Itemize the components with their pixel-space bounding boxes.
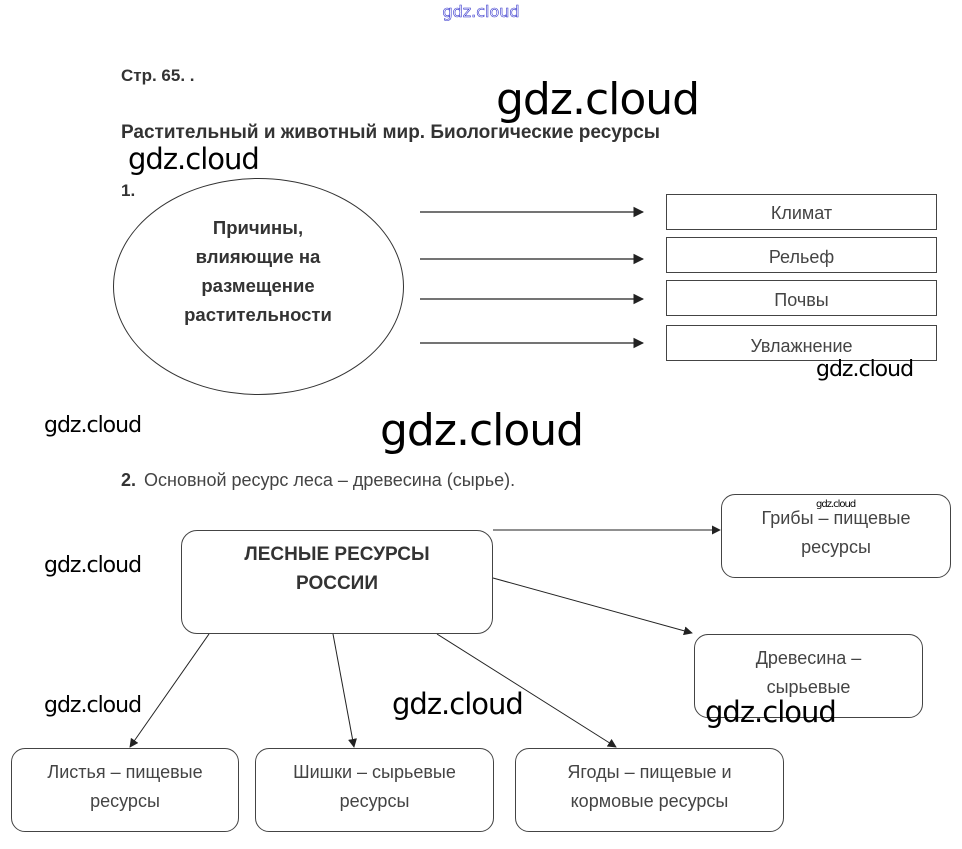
factor-label: Почвы: [774, 290, 829, 310]
task2-text: Основной ресурс леса – древесина (сырье)…: [144, 470, 516, 490]
resource-line: Древесина –: [755, 648, 862, 668]
arrow-to-leaves: [129, 633, 210, 748]
page-number: Стр. 65. .: [121, 66, 195, 85]
resource-line: ресурсы: [801, 537, 871, 557]
resource-line: Шишки – сырьевые: [293, 762, 456, 782]
resource-line: Листья – пищевые: [47, 762, 203, 782]
task2-number: 2.: [121, 470, 137, 490]
watermark: gdz.cloud: [380, 405, 584, 456]
factor-box-relief: Рельеф: [666, 237, 937, 273]
watermark: gdz.cloud: [44, 413, 142, 438]
resource-line: Грибы – пищевые: [761, 508, 911, 528]
watermark-top: gdz.cloud: [442, 2, 520, 22]
resource-line: кормовые ресурсы: [570, 791, 729, 811]
resource-line: ресурсы: [339, 791, 410, 811]
task2-statement: 2. Основной ресурс леса – древесина (сырь…: [121, 470, 515, 491]
resource-box-cones: Шишки – сырьевые ресурсы: [255, 748, 494, 832]
resource-box-mushrooms: Грибы – пищевые ресурсы: [721, 494, 951, 578]
section-title: Растительный и животный мир. Биологическ…: [121, 122, 661, 143]
factor-label: Рельеф: [768, 247, 835, 267]
ellipse-line: растительности: [184, 304, 332, 325]
resource-box-berries: Ягоды – пищевые и кормовые ресурсы: [515, 748, 784, 832]
factor-box-moisture: Увлажнение: [666, 325, 937, 361]
main-resource-box: ЛЕСНЫЕ РЕСУРСЫ РОССИИ: [181, 530, 493, 634]
watermark: gdz.cloud: [496, 74, 700, 125]
watermark: gdz.cloud: [44, 693, 142, 718]
arrow-to-cones: [332, 633, 357, 748]
task1-number: 1.: [121, 181, 136, 200]
main-box-line: РОССИИ: [296, 573, 378, 594]
resource-line: Ягоды – пищевые и: [567, 762, 732, 782]
arrow-to-wood: [492, 577, 693, 636]
ellipse-line: размещение: [201, 275, 315, 296]
arrow-to-berries: [436, 633, 617, 748]
watermark: gdz.cloud: [816, 499, 856, 510]
watermark: gdz.cloud: [44, 553, 142, 578]
watermark: gdz.cloud: [705, 695, 837, 729]
ellipse-line: Причины,: [212, 217, 304, 238]
factor-label: Климат: [770, 203, 833, 223]
watermark: gdz.cloud: [816, 357, 914, 382]
factor-label: Увлажнение: [750, 336, 853, 356]
resource-box-wood: Древесина – сырьевые: [694, 634, 923, 718]
center-ellipse: [113, 178, 404, 395]
main-box-line: ЛЕСНЫЕ РЕСУРСЫ: [244, 544, 430, 565]
ellipse-line: влияющие на: [195, 246, 321, 267]
watermark: gdz.cloud: [128, 142, 260, 176]
resource-line: сырьевые: [766, 677, 851, 697]
resource-box-leaves: Листья – пищевые ресурсы: [11, 748, 239, 832]
factor-box-climate: Климат: [666, 194, 937, 230]
resource-line: ресурсы: [90, 791, 160, 811]
ellipse-label: Причины, влияющие на размещение растител…: [140, 213, 376, 329]
factor-box-soils: Почвы: [666, 280, 937, 316]
watermark: gdz.cloud: [392, 687, 524, 721]
